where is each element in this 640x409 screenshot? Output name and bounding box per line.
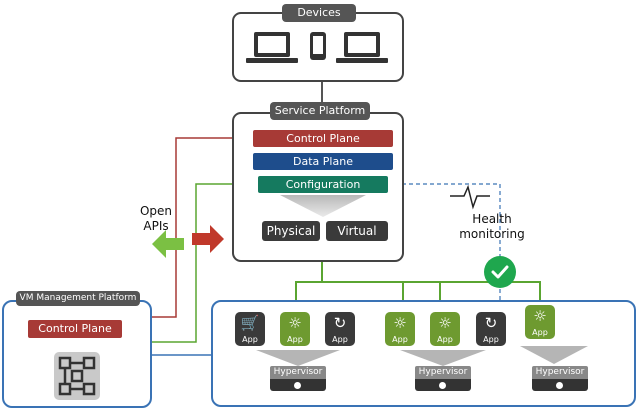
app-label: App [287,335,303,344]
control-plane-link [152,137,253,318]
cart-icon: 🛒 [240,314,260,332]
hypervisor-funnel [400,350,486,366]
app-label: App [483,335,499,344]
app-refresh[interactable]: ↻ App [476,312,506,346]
app-sun[interactable]: ☼ App [385,312,415,346]
hypervisor-server [415,379,471,391]
control-plane-bar: Control Plane [253,130,393,147]
network-icon [54,352,100,400]
configuration-link [152,183,258,343]
app-label: App [532,328,548,337]
hypervisor-funnel [256,350,340,366]
checkmark-icon [484,256,516,288]
devices-icons [246,32,388,63]
configuration-bar: Configuration [258,176,388,193]
app-cart[interactable]: 🛒 App [235,312,265,346]
hypervisor-label: Hypervisor [415,366,471,379]
app-sun[interactable]: ☼ App [280,312,310,346]
sun-icon: ☼ [438,314,452,332]
app-label: App [437,335,453,344]
arrow-left-icon [152,230,184,258]
app-sun[interactable]: ☼ App [525,305,555,339]
funnel-shape [280,195,366,217]
open-apis-label: Open APIs [139,204,173,233]
app-refresh[interactable]: ↻ App [325,312,355,346]
virtual-box: Virtual [326,221,388,241]
sun-icon: ☼ [393,314,407,332]
refresh-icon: ↻ [484,314,498,332]
vm-management-title: VM Management Platform [16,291,140,306]
app-label: App [392,335,408,344]
laptop-icon [336,32,388,63]
devices-title: Devices [282,4,356,22]
app-label: App [332,335,348,344]
data-plane-bar: Data Plane [253,153,393,170]
hypervisor-label: Hypervisor [532,366,588,379]
hypervisor-server [532,379,588,391]
sun-icon: ☼ [288,314,302,332]
app-label: App [242,335,258,344]
hypervisor-server [270,379,326,391]
sun-icon: ☼ [533,307,547,325]
physical-box: Physical [262,221,320,241]
hypervisor-label: Hypervisor [270,366,326,379]
vm-control-plane-bar: Control Plane [28,320,122,338]
health-monitoring-label: Health monitoring [459,212,525,241]
hypervisor-funnel [520,346,588,364]
app-sun[interactable]: ☼ App [430,312,460,346]
api-arrows [152,225,224,258]
laptop-icon [246,32,298,63]
pulse-icon [450,184,490,210]
phone-icon [310,32,326,60]
refresh-icon: ↻ [333,314,347,332]
arrow-right-icon [192,225,224,253]
service-platform-title: Service Platform [270,102,370,120]
